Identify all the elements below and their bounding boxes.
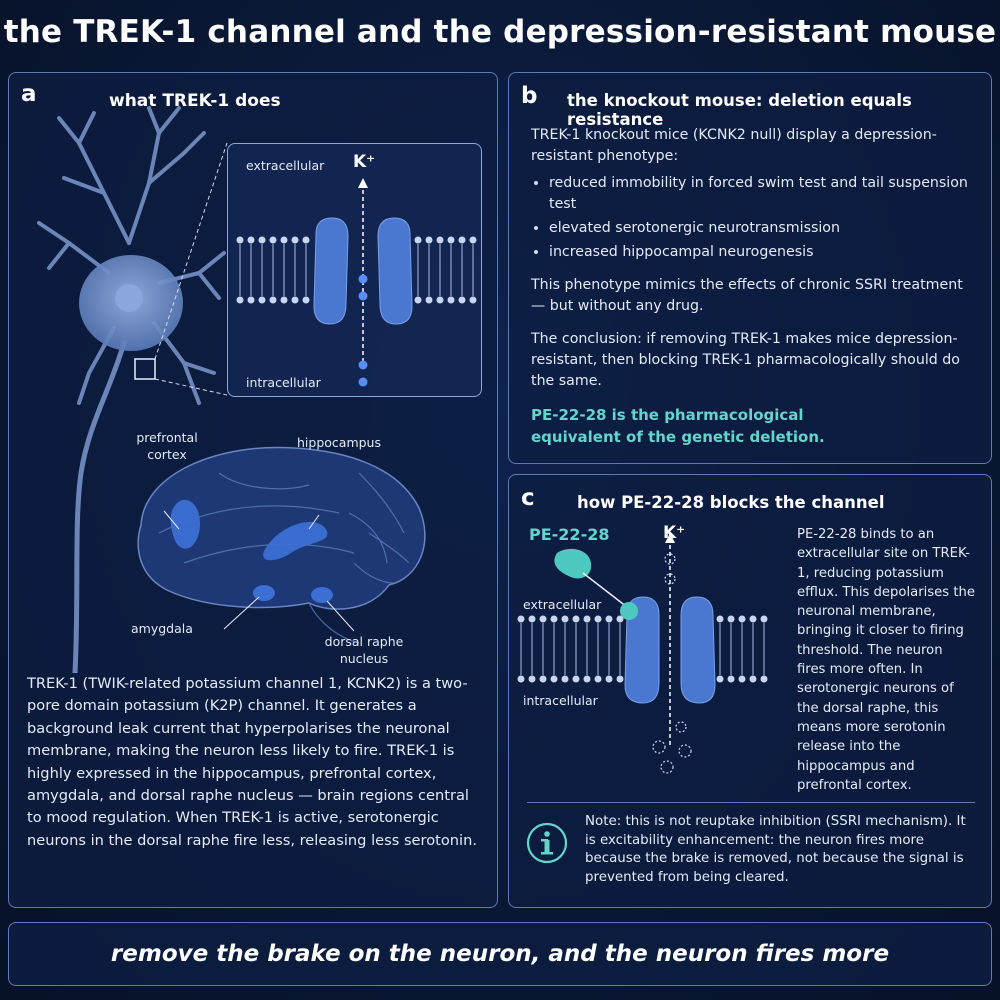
intracellular-label: intracellular xyxy=(523,693,598,708)
bullet-item: elevated serotonergic neurotransmission xyxy=(549,218,971,239)
drug-label: PE-22-28 xyxy=(529,525,610,544)
channel-subunit-right xyxy=(377,217,413,325)
panel-b: b the knockout mouse: deletion equals re… xyxy=(508,72,992,464)
panel-c-heading: how PE-22-28 blocks the channel xyxy=(577,493,885,512)
panel-a: a what TREK-1 does xyxy=(8,72,498,908)
info-icon xyxy=(526,822,568,864)
prefrontal-region xyxy=(170,499,200,549)
panel-b-highlight: PE-22-28 is the pharmacological equivale… xyxy=(531,406,825,446)
panel-c-letter: c xyxy=(521,485,535,511)
inset-extracellular-label: extracellular xyxy=(246,158,325,173)
inset-intracellular-label: intracellular xyxy=(246,375,321,390)
panel-b-bullets: reduced immobility in forced swim test a… xyxy=(531,173,971,263)
channel-subunit-right xyxy=(680,596,716,704)
amygdala-region xyxy=(253,585,275,601)
page-title: the TREK-1 channel and the depression-re… xyxy=(3,14,997,50)
panel-a-letter: a xyxy=(21,81,37,107)
prefrontal-label: prefrontal cortex xyxy=(136,430,198,462)
panel-a-body: TREK-1 (TWIK-related potassium channel 1… xyxy=(27,675,477,849)
channel-subunit-left xyxy=(313,217,349,325)
panel-a-heading: what TREK-1 does xyxy=(109,91,281,111)
channel-subunit-left xyxy=(624,596,660,704)
panel-b-letter: b xyxy=(521,83,538,109)
bullet-item: increased hippocampal neurogenesis xyxy=(549,242,971,263)
panel-b-para2: This phenotype mimics the effects of chr… xyxy=(531,277,963,314)
panel-c-note: Note: this is not reuptake inhibition (S… xyxy=(585,814,966,885)
bullet-item: reduced immobility in forced swim test a… xyxy=(549,173,971,215)
pe-22-28-molecule xyxy=(554,548,592,579)
dorsal-raphe-region xyxy=(311,587,333,603)
dorsal-raphe-label: dorsal raphe nucleus xyxy=(324,634,404,666)
panel-c-divider xyxy=(527,802,975,803)
inset-ion-label: K⁺ xyxy=(353,152,376,172)
channel-inset: extracellular intracellular K⁺ xyxy=(227,143,482,397)
neuron-illustration xyxy=(37,106,228,673)
panel-b-intro: TREK-1 knockout mice (KCNK2 null) displa… xyxy=(531,127,937,164)
panel-b-body: TREK-1 knockout mice (KCNK2 null) displa… xyxy=(531,125,971,448)
panel-c-description: PE-22-28 binds to an extracellular site … xyxy=(797,527,975,793)
block-diagram xyxy=(517,533,768,774)
extracellular-label: extracellular xyxy=(523,597,602,612)
amygdala-label: amygdala xyxy=(131,621,193,636)
hippocampus-region xyxy=(263,521,328,561)
ion-label: K⁺ xyxy=(663,523,686,543)
hippocampus-label: hippocampus xyxy=(297,435,381,450)
panel-b-heading: the knockout mouse: deletion equals resi… xyxy=(567,91,912,129)
brain-illustration xyxy=(137,446,426,644)
panel-c: c how PE-22-28 blocks the channel xyxy=(508,474,992,908)
footer-banner: remove the brake on the neuron, and the … xyxy=(8,922,992,986)
binding-site xyxy=(620,602,638,620)
panel-b-para3: The conclusion: if removing TREK-1 makes… xyxy=(531,331,960,389)
